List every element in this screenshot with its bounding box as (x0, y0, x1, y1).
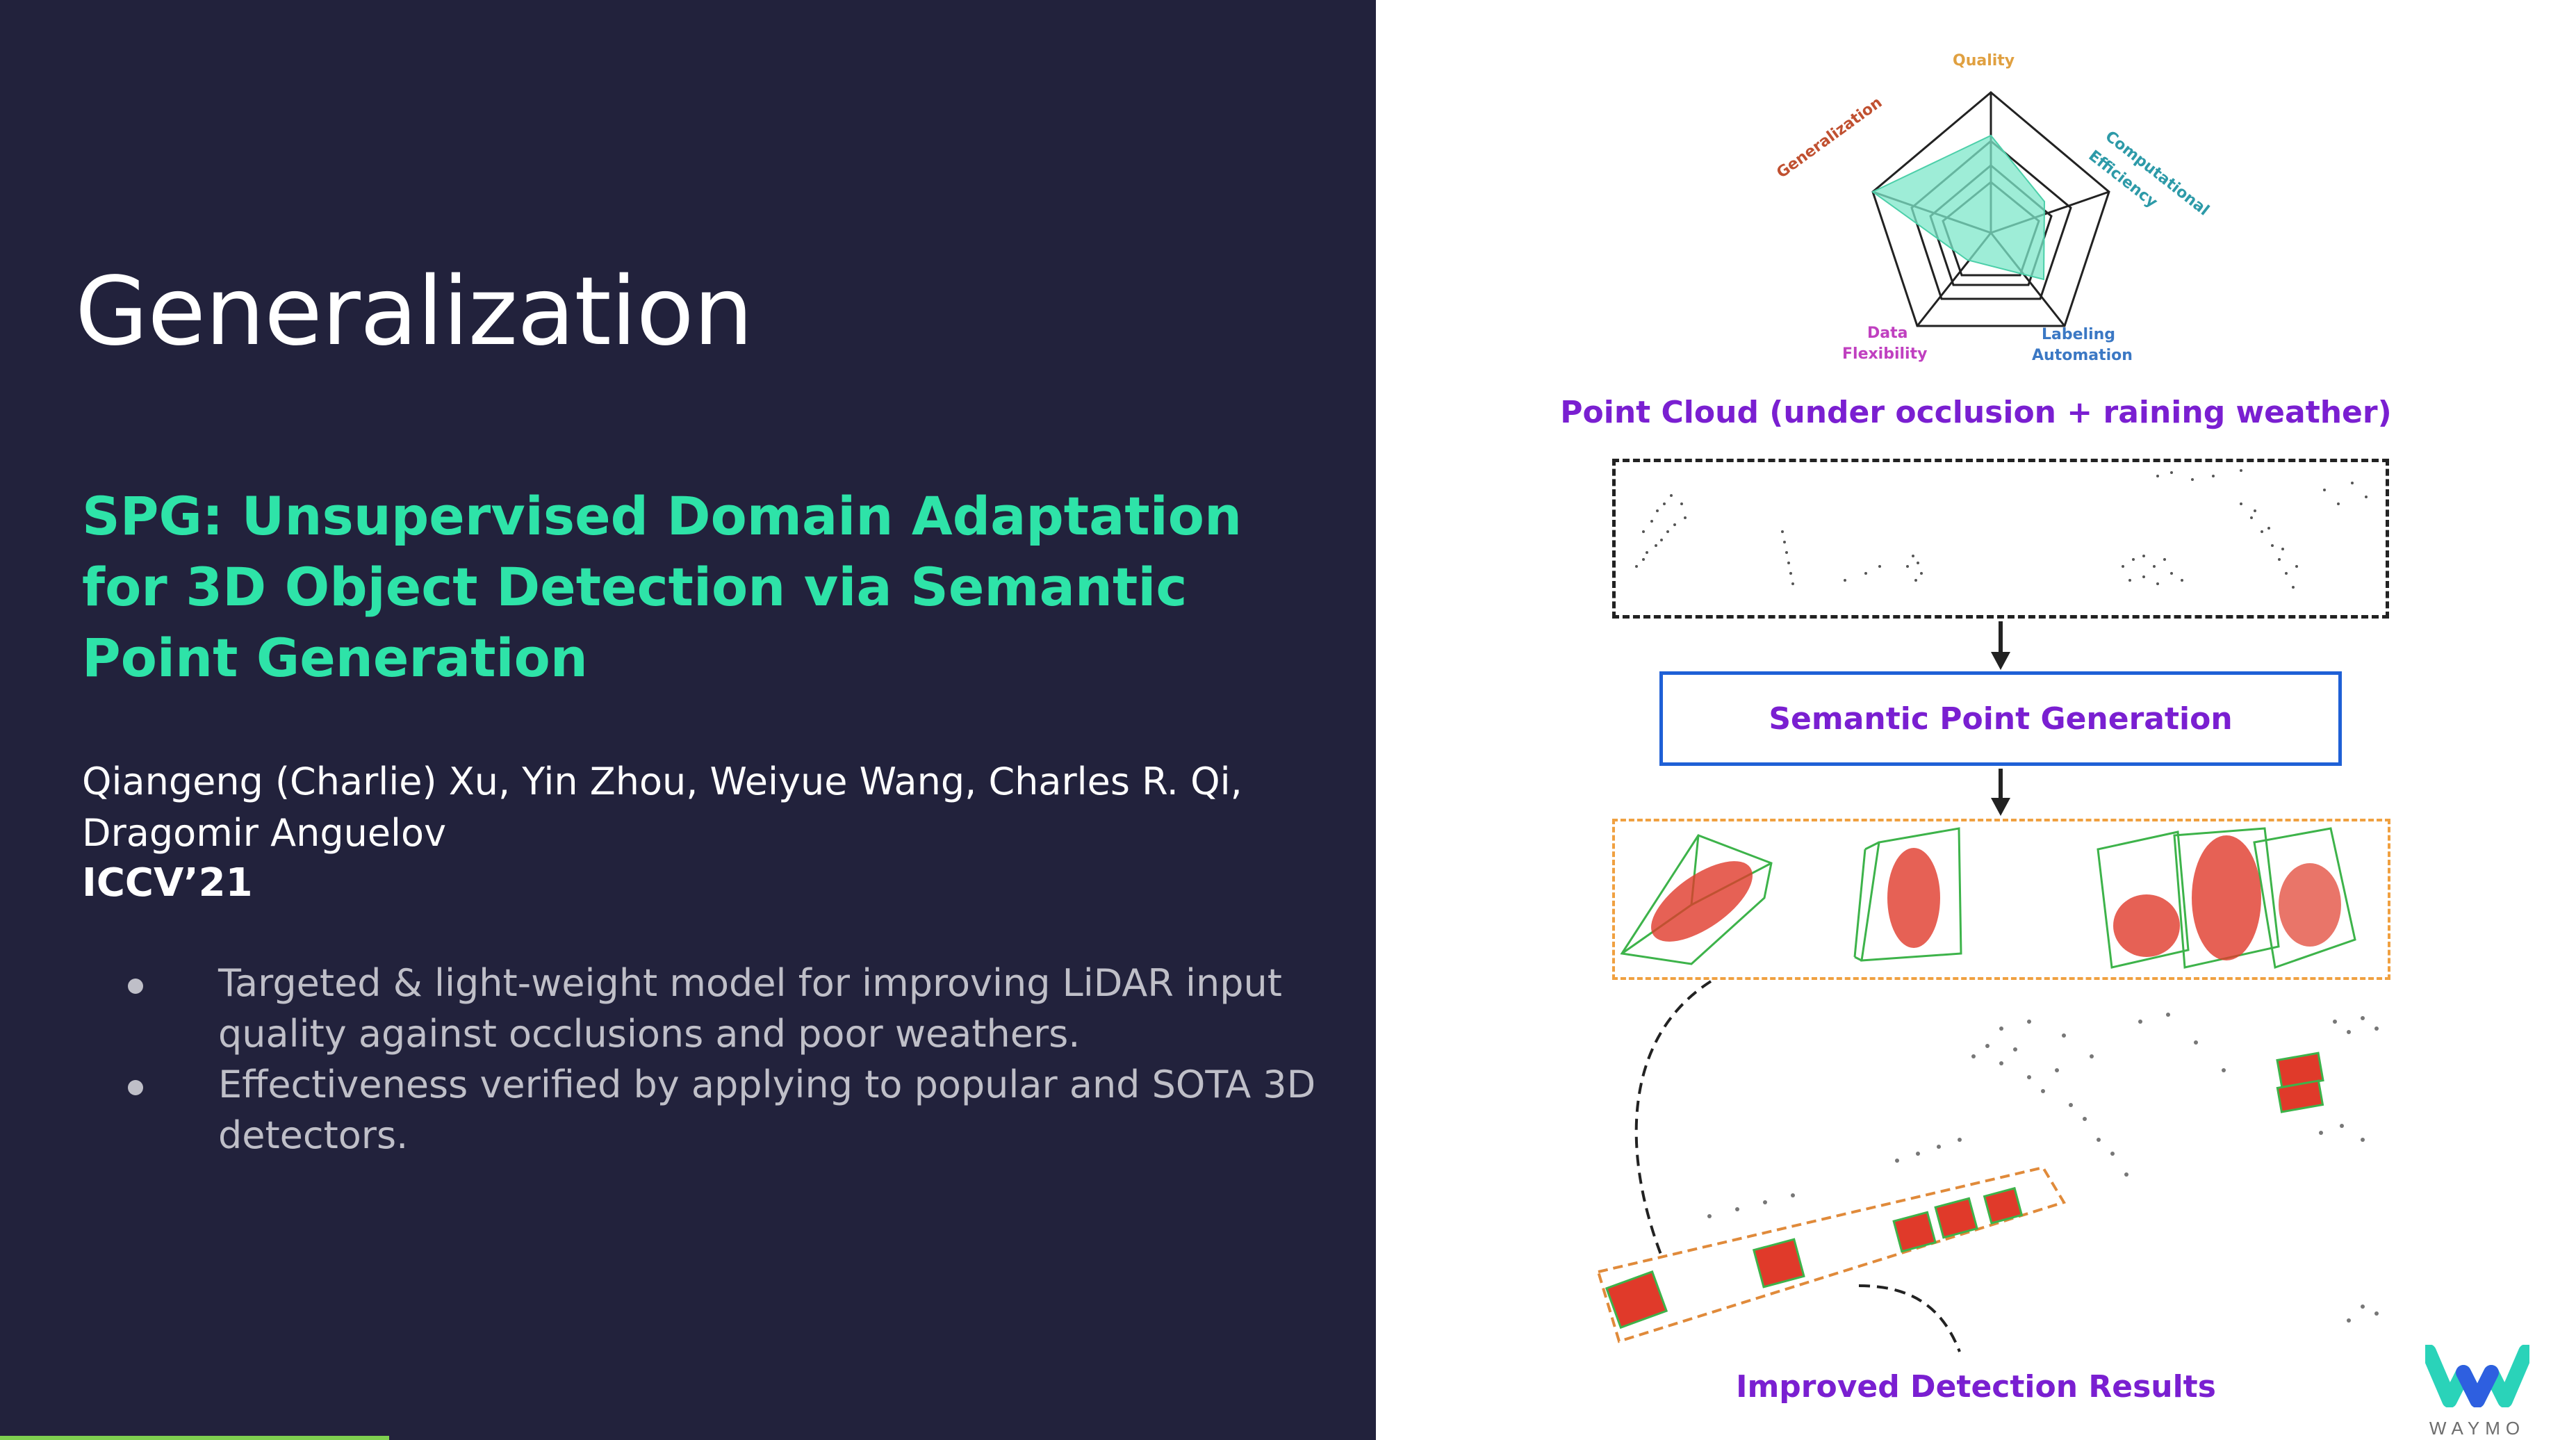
point-cloud-box (1612, 459, 2389, 619)
bullet-text: Targeted & light-weight model for improv… (218, 961, 1282, 1056)
arrow-1 (1999, 621, 2003, 655)
radar-area (1871, 134, 2046, 281)
detected-objects (1620, 827, 2356, 969)
arrow-1-head (1991, 652, 2010, 670)
bullet-dot (128, 1080, 143, 1095)
input-label: Point Cloud (under occlusion + raining w… (1560, 395, 2392, 430)
bullet-item: Targeted & light-weight model for improv… (125, 958, 1320, 1059)
figure-panel: Quality Generalization Computational Eff… (1376, 0, 2576, 1440)
detected-cars (1605, 1052, 2324, 1329)
slide-title: Generalization (75, 257, 753, 367)
authors: Qiangeng (Charlie) Xu, Yin Zhou, Weiyue … (82, 760, 1242, 855)
radar-label-labeling: Labeling (2042, 326, 2116, 343)
radar-label-quality: Quality (1953, 52, 2015, 69)
radar-chart (1871, 91, 2110, 327)
output-label: Improved Detection Results (1736, 1369, 2216, 1405)
dashed-connector-right (1858, 1284, 1961, 1352)
waymo-logo-icon (2425, 1345, 2529, 1407)
dashed-connector-left (1634, 980, 1712, 1259)
bullet-dot (128, 979, 143, 994)
arrow-2 (1999, 769, 2003, 801)
venue: ICCV’21 (82, 860, 253, 906)
radar-label-flexibility: Flexibility (1842, 345, 1928, 363)
bullet-item: Effectiveness verified by applying to po… (125, 1059, 1320, 1161)
module-label: Semantic Point Generation (1769, 701, 2233, 737)
bullet-list: Targeted & light-weight model for improv… (125, 958, 1320, 1161)
radar-label-automation: Automation (2032, 347, 2133, 364)
scene-points (1707, 1013, 2379, 1323)
radar-label-data: Data (1867, 325, 1908, 342)
progress-bar (0, 1436, 389, 1440)
detection-corridor (1596, 1165, 2067, 1343)
generated-points-box (1612, 819, 2390, 980)
detection-scene (1596, 980, 2379, 1352)
sparse-points (1635, 469, 2368, 589)
arrow-2-head (1991, 798, 2010, 816)
left-panel: Generalization SPG: Unsupervised Domain … (0, 0, 1376, 1440)
waymo-wordmark: WAYMO (2429, 1418, 2526, 1439)
bullet-text: Effectiveness verified by applying to po… (218, 1063, 1316, 1157)
paper-title: SPG: Unsupervised Domain Adaptation for … (82, 485, 1242, 689)
semantic-point-generation-box: Semantic Point Generation (1659, 671, 2342, 766)
